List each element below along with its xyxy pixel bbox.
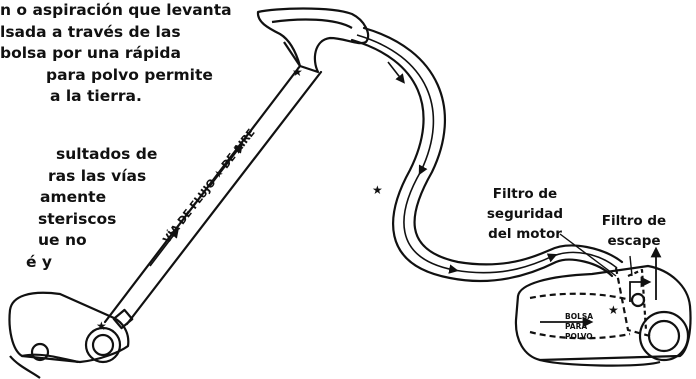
dust-bag-line: PARA bbox=[565, 322, 587, 331]
wand-tube bbox=[105, 66, 321, 324]
motor-filter-line: Filtro de bbox=[470, 184, 580, 204]
motor-filter-line: seguridad bbox=[470, 204, 580, 224]
power-nozzle bbox=[10, 293, 133, 362]
motor-filter-label: Filtro de seguridad del motor bbox=[470, 184, 580, 244]
star-icon: ★ bbox=[372, 183, 383, 197]
airflow-path-label: VÍA DE FLUJO ★ DE AIRE bbox=[160, 126, 258, 246]
dust-bag-label: BOLSA PARA POLVO bbox=[565, 312, 593, 341]
exhaust-filter-line: Filtro de bbox=[598, 211, 670, 231]
canister-body bbox=[516, 266, 691, 366]
dust-bag-line: POLVO bbox=[565, 332, 593, 341]
dust-bag-line: BOLSA bbox=[565, 312, 593, 321]
star-icon: ★ bbox=[292, 65, 303, 79]
exhaust-filter-leader bbox=[630, 256, 632, 276]
star-icon: ★ bbox=[608, 303, 619, 317]
motor-filter-line: del motor bbox=[470, 224, 580, 244]
star-icon: ★ bbox=[96, 319, 107, 333]
exhaust-filter-label: Filtro de escape bbox=[598, 211, 670, 251]
exhaust-filter-line: escape bbox=[598, 231, 670, 251]
